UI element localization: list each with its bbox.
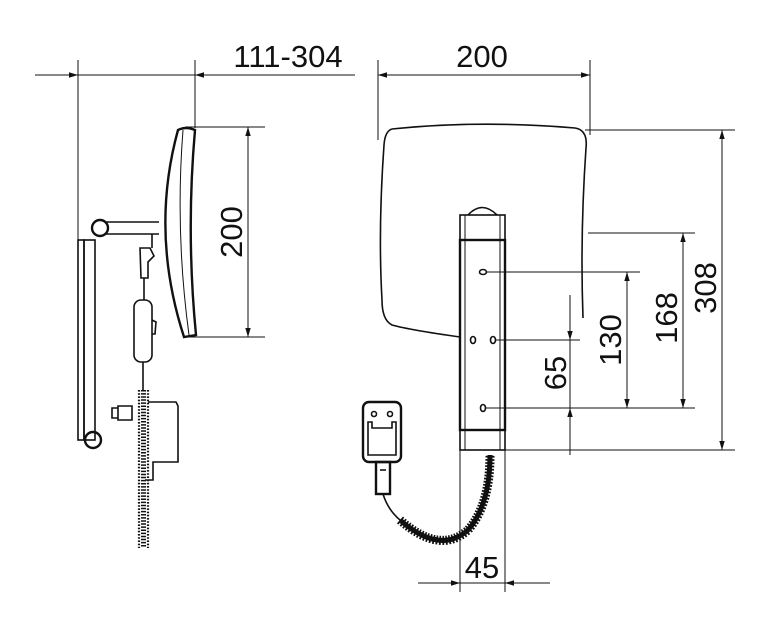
mount-hole: [489, 335, 497, 345]
coil-cord: [382, 454, 495, 545]
width-dimension-label: 200: [456, 39, 508, 74]
depth-dimension-label: 111-304: [233, 39, 342, 74]
bar-body: [458, 238, 507, 432]
coil-cord: [137, 390, 150, 548]
bar-top-cap: [459, 214, 506, 241]
transformer-plug: [111, 405, 133, 421]
mount-hole: [478, 268, 488, 276]
mount-hole: [479, 403, 487, 413]
bar-width-label: 45: [465, 550, 499, 585]
hole-65-label: 65: [538, 356, 573, 390]
mirror-height-label: 200: [214, 206, 249, 258]
bottom-joint: [83, 430, 103, 450]
euro-plug: [361, 400, 403, 496]
cord-connector: [139, 247, 155, 279]
wall-plate: [77, 239, 85, 441]
hole-130-label: 130: [593, 314, 628, 366]
mount-hole: [469, 335, 477, 345]
switch-button: [151, 319, 157, 335]
hole-168-label: 168: [649, 292, 684, 344]
wall-bar: [83, 239, 96, 441]
switch: [133, 299, 153, 363]
bar-bottom-cap: [459, 429, 506, 451]
transformer: [145, 401, 179, 481]
mirror-side: [164, 126, 198, 339]
mirror-front: [379, 123, 588, 338]
swivel-arm: [106, 221, 159, 248]
front-view: 200 65 130 168: [361, 39, 735, 592]
side-view: 111-304 200: [35, 39, 355, 548]
arm-joint: [90, 218, 110, 238]
total-height-label: 308: [688, 262, 723, 314]
mirror-edge: [179, 129, 190, 336]
bar-dome: [467, 206, 498, 216]
